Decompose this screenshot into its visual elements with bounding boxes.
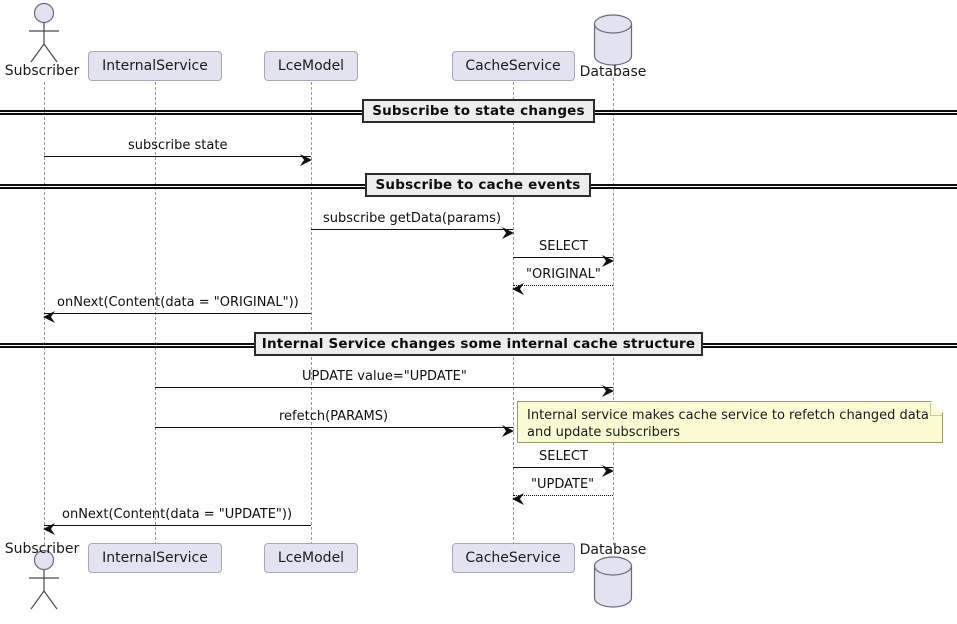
participant-cacheservice-top[interactable]: CacheService (451, 51, 575, 81)
arrowhead-m9 (512, 490, 524, 509)
actor-icon-subscriber-top[interactable] (24, 2, 64, 64)
participant-label-subscriber-top: Subscriber (4, 63, 80, 79)
lifeline-cacheservice (513, 82, 514, 545)
message-line-m2 (311, 229, 513, 230)
arrowhead-m6 (602, 382, 614, 401)
arrowhead-m4 (512, 280, 524, 299)
divider-1: Subscribe to state changes (362, 99, 595, 123)
participant-internal-bottom[interactable]: InternalService (88, 543, 222, 573)
participant-cacheservice-bottom[interactable]: CacheService (451, 543, 575, 573)
actor-icon-subscriber-bottom[interactable] (24, 549, 64, 611)
arrowhead-m8 (602, 462, 614, 481)
arrowhead-m1 (300, 151, 312, 170)
message-line-m1 (44, 156, 311, 157)
participant-label-database-top: Database (579, 64, 647, 80)
note-line-1: Internal service makes cache service to … (527, 408, 929, 423)
message-line-m4 (513, 285, 613, 286)
note-fold-corner-icon (929, 401, 943, 417)
message-label-m3: SELECT (539, 239, 588, 254)
message-line-m3 (513, 257, 613, 258)
message-label-m7: refetch(PARAMS) (279, 409, 389, 424)
message-label-m1: subscribe state (128, 138, 228, 153)
participant-lcemodel-bottom[interactable]: LceModel (264, 543, 358, 573)
note-1: Internal service makes cache service to … (517, 401, 943, 443)
message-line-m8 (513, 467, 613, 468)
message-label-m10: onNext(Content(data = "UPDATE")) (62, 507, 293, 522)
participant-lcemodel-top[interactable]: LceModel (264, 51, 358, 81)
arrowhead-m3 (602, 252, 614, 271)
divider-3: Internal Service changes some internal c… (254, 332, 703, 356)
lifeline-lcemodel (311, 82, 312, 545)
message-label-m5: onNext(Content(data = "ORIGINAL")) (57, 295, 299, 310)
message-label-m2: subscribe getData(params) (323, 211, 502, 226)
arrowhead-m2 (502, 224, 514, 243)
message-line-m7 (155, 427, 513, 428)
message-label-m9: "UPDATE" (531, 477, 595, 492)
participant-label-database-bottom: Database (579, 542, 647, 558)
database-icon-database-bottom[interactable] (593, 556, 633, 608)
message-label-m8: SELECT (539, 449, 588, 464)
participant-label-subscriber-bottom: Subscriber (4, 541, 80, 557)
message-line-m6 (155, 387, 613, 388)
participant-internal-top[interactable]: InternalService (88, 51, 222, 81)
message-line-m10 (44, 525, 311, 526)
note-line-2: and update subscribers (527, 425, 681, 440)
message-line-m5 (44, 313, 311, 314)
arrowhead-m5 (43, 308, 55, 327)
lifeline-database (613, 78, 614, 545)
divider-2: Subscribe to cache events (365, 173, 591, 197)
message-line-m9 (513, 495, 613, 496)
arrowhead-m7 (502, 422, 514, 441)
database-icon-database-top[interactable] (593, 14, 633, 66)
arrowhead-m10 (43, 520, 55, 539)
message-label-m4: "ORIGINAL" (526, 267, 601, 282)
message-label-m6: UPDATE value="UPDATE" (302, 369, 467, 384)
